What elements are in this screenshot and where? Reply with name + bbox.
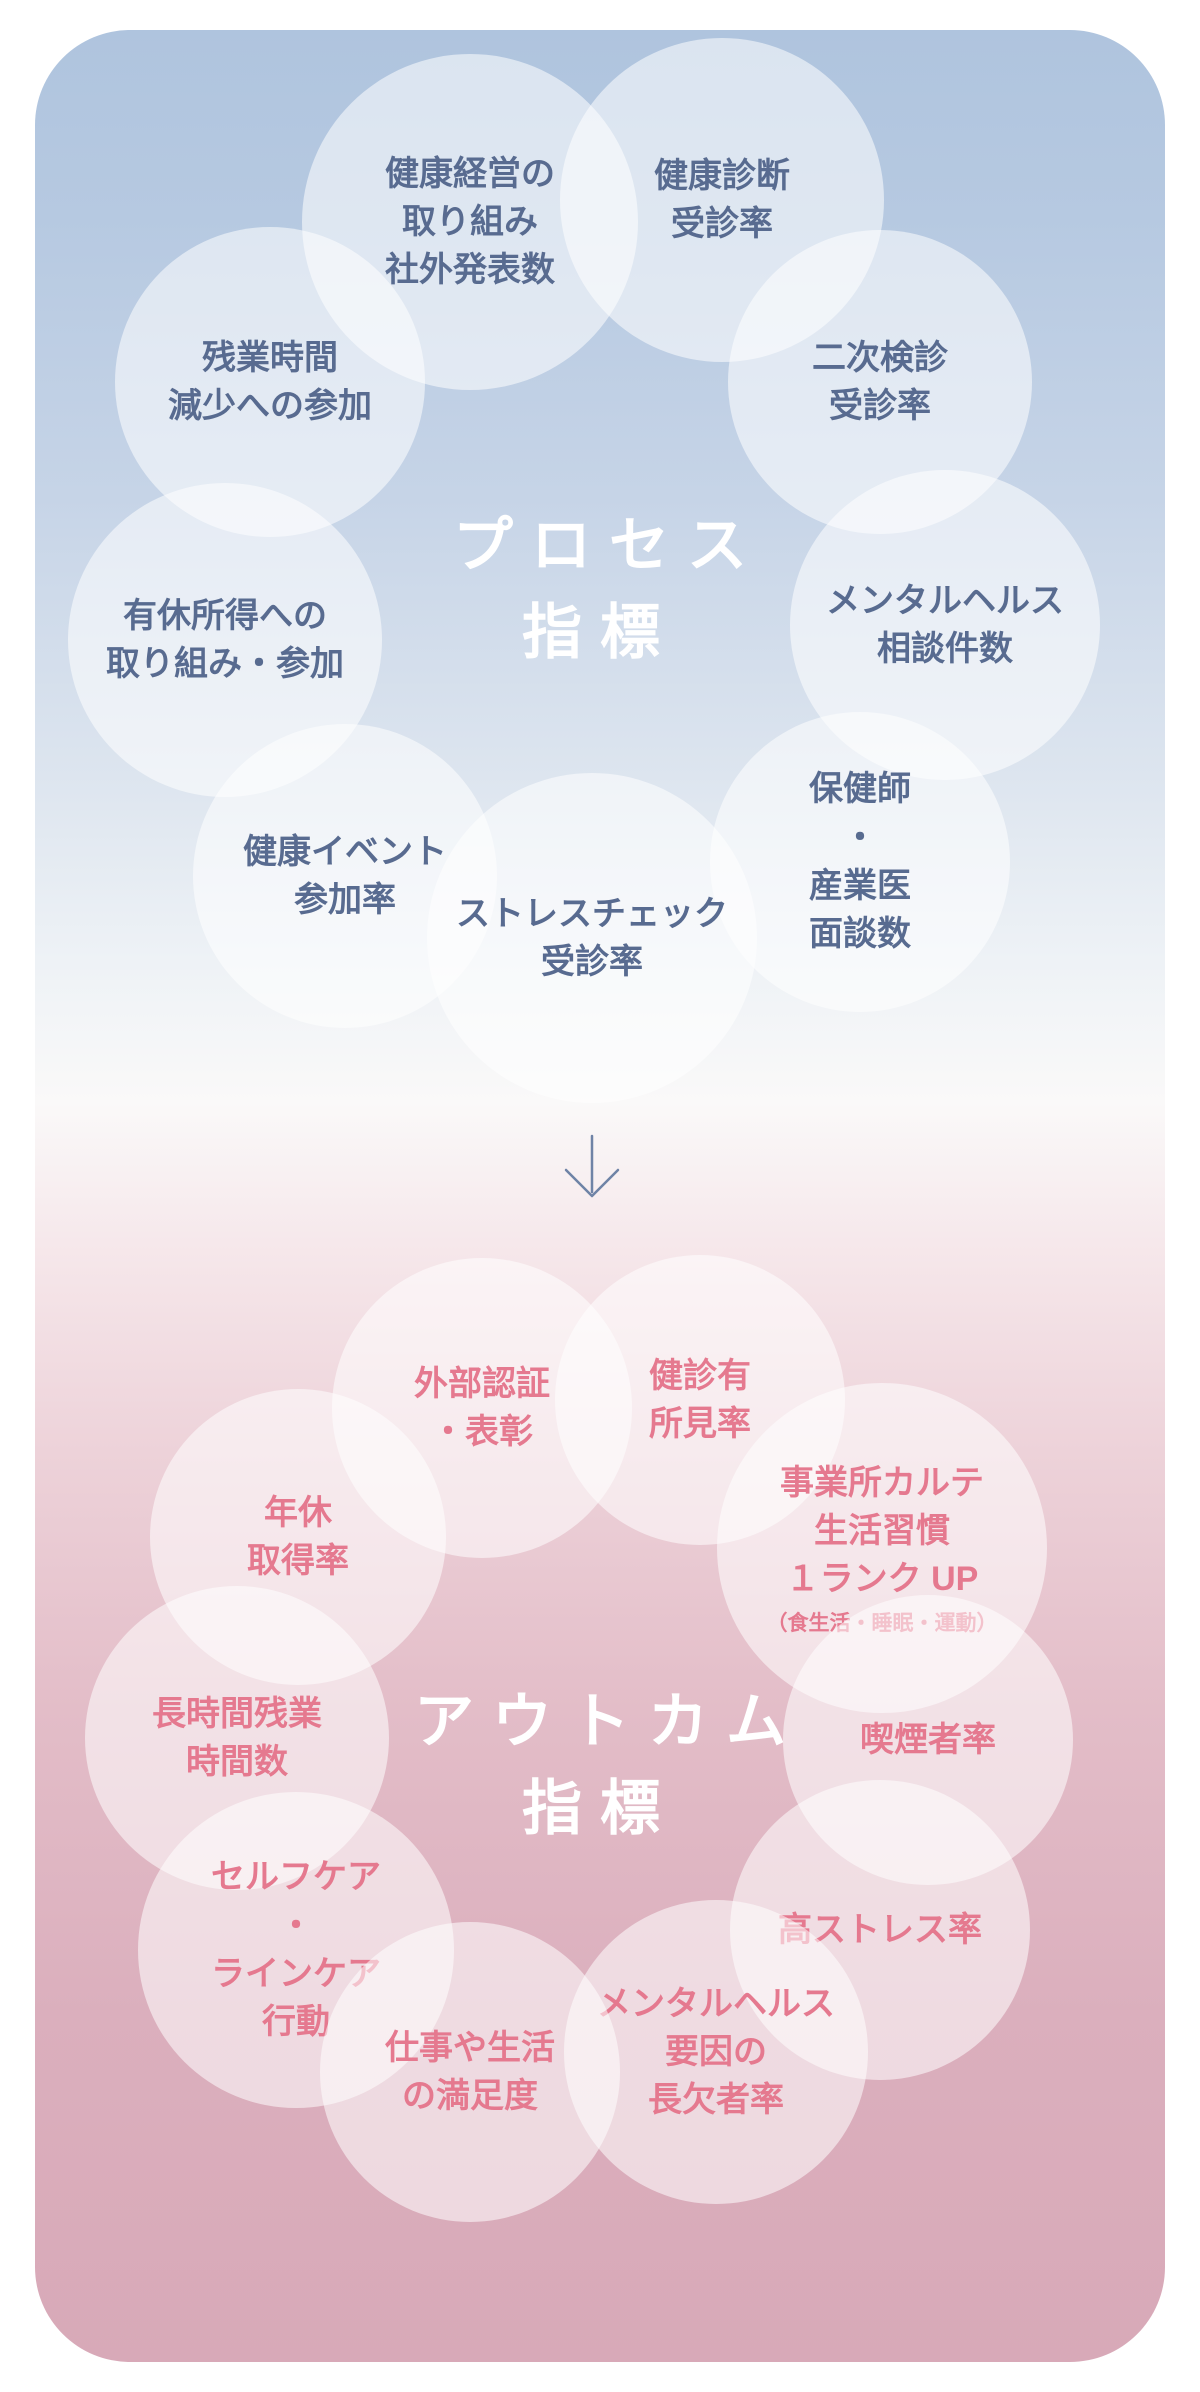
process-circle: 保健師 ・ 産業医 面談数 [710,712,1010,1012]
process-circle: 残業時間 減少への参加 [115,227,425,537]
circle-label: 健診有 所見率 [649,1356,751,1443]
circle-label: 事業所カルテ 生活習慣 １ランク UP [780,1463,984,1599]
circle-label: メンタルヘルス 相談件数 [826,581,1064,668]
circle-label: 仕事や生活 の満足度 [385,2028,555,2115]
process-circle: ストレスチェック 受診率 [427,773,757,1103]
circle-label: メンタルヘルス 要因の 長欠者率 [597,1984,835,2120]
circle-label: 外部認証 ・表彰 [414,1364,550,1451]
circle-label: ストレスチェック 受診率 [456,894,728,981]
circle-label: 二次検診 受診率 [812,338,948,425]
outcome-circle: 仕事や生活 の満足度 [320,1922,620,2222]
circle-label: 健康経営の 取り組み 社外発表数 [385,154,555,290]
circle-label: 健康診断 受診率 [654,156,790,243]
circle-label: 有休所得への 取り組み・参加 [106,596,344,683]
outcome-title: アウトカム 指標 [414,1688,804,1842]
circle-label: 喫煙者率 [860,1720,996,1759]
circle-label: 保健師 ・ 産業医 面談数 [809,770,911,954]
circle-label: 長時間残業 時間数 [152,1694,322,1781]
process-title: プロセス 指標 [453,512,765,666]
down-arrow-icon [552,1130,632,1226]
circle-label: 健康イベント 参加率 [243,832,447,919]
outcome-circle: メンタルヘルス 要因の 長欠者率 [564,1900,868,2204]
circle-label: 残業時間 減少への参加 [168,338,372,425]
diagram-panel: 健康経営の 取り組み 社外発表数 健康診断 受診率 二次検診 受診率 残業時間 … [35,30,1165,2362]
circle-label: 年休 取得率 [247,1493,349,1580]
